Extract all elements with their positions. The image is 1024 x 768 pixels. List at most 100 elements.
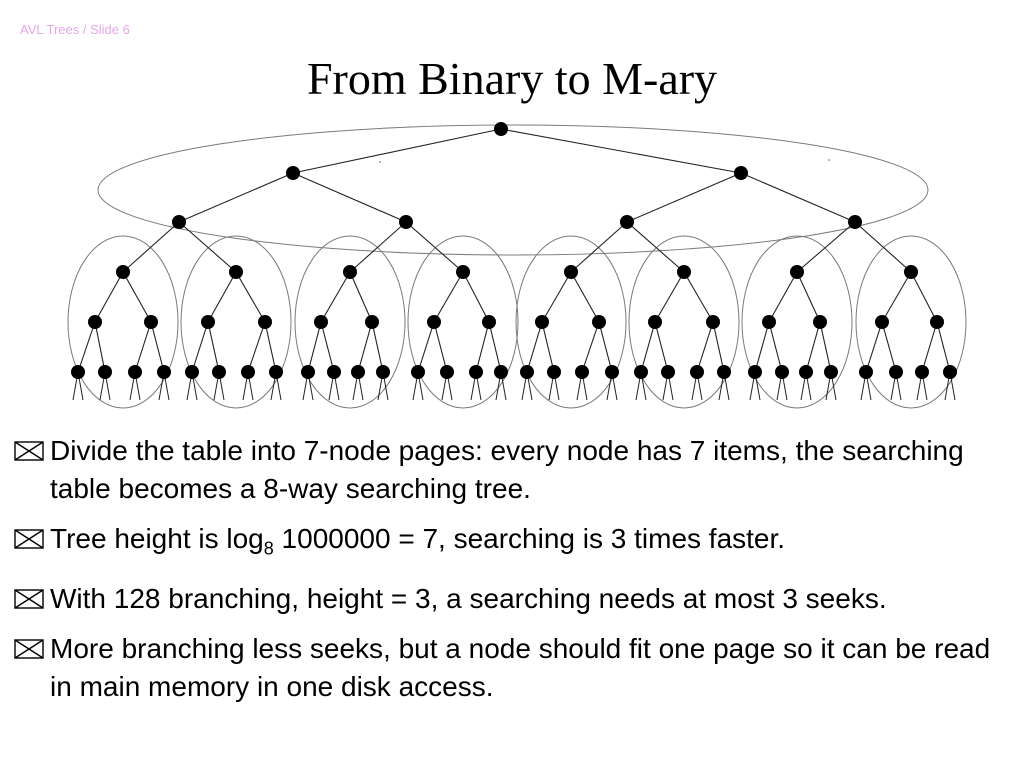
tree-node — [848, 215, 862, 229]
tree-node — [201, 315, 215, 329]
tree-edge — [122, 221, 180, 273]
tree-edge — [654, 321, 669, 373]
tree-edge — [654, 271, 685, 323]
tree-node — [535, 315, 549, 329]
tree-edge — [796, 271, 821, 323]
tree-edge — [696, 321, 714, 373]
tree-edge — [768, 321, 783, 373]
tree-edge — [433, 321, 448, 373]
tree-edge — [740, 172, 856, 223]
bullet-item-2: Tree height is log8 1000000 = 7, searchi… — [10, 520, 1010, 568]
bullet-text-post: 1000000 = 7, searching is 3 times faster… — [273, 523, 786, 554]
page-outline — [67, 235, 179, 409]
tree-edge — [796, 221, 856, 273]
tree-edge — [357, 321, 373, 373]
tree-node — [904, 265, 918, 279]
page-outline — [741, 235, 853, 409]
tree-node — [314, 315, 328, 329]
tree-node — [258, 315, 272, 329]
tree-node — [482, 315, 496, 329]
page-outline — [628, 235, 740, 409]
bullet-text-pre: Tree height is log — [50, 523, 264, 554]
tree-node — [411, 365, 425, 379]
tree-node — [71, 365, 85, 379]
stray-dot — [828, 159, 830, 161]
envelope-x-icon — [14, 638, 44, 659]
envelope-x-icon — [14, 441, 44, 461]
tree-node — [241, 365, 255, 379]
tree-node — [943, 365, 957, 379]
tree-node — [351, 365, 365, 379]
root-node — [494, 122, 508, 136]
binary-tree-diagram — [67, 122, 967, 409]
tree-node — [677, 265, 691, 279]
stray-dot — [379, 161, 381, 163]
tree-edge — [475, 321, 490, 373]
tree-node — [875, 315, 889, 329]
tree-node — [212, 365, 226, 379]
tree-edge — [768, 271, 798, 323]
tree-edge — [640, 321, 656, 373]
bullet-item-3: With 128 branching, height = 3, a search… — [10, 580, 1010, 618]
tree-edge — [264, 321, 277, 373]
tree-node — [376, 365, 390, 379]
tree-node — [301, 365, 315, 379]
tree-edge — [581, 321, 600, 373]
tree-edge — [865, 321, 883, 373]
top-page-outline — [97, 124, 929, 256]
tree-node — [706, 315, 720, 329]
tree-edge — [191, 321, 209, 373]
tree-edge — [292, 172, 407, 223]
tree-node — [98, 365, 112, 379]
tree-node — [813, 315, 827, 329]
tree-edge — [178, 172, 294, 223]
tree-edge — [292, 128, 502, 174]
log-base-subscript: 8 — [263, 538, 274, 559]
tree-node — [157, 365, 171, 379]
bullet-text: With 128 branching, height = 3, a search… — [50, 582, 887, 614]
tree-node — [172, 215, 186, 229]
tree-edge — [881, 321, 897, 373]
bullet-item-4: More branching less seeks, but a node sh… — [10, 630, 1010, 706]
tree-node — [734, 166, 748, 180]
tree-node — [824, 365, 838, 379]
tree-node — [717, 365, 731, 379]
page-outline — [294, 235, 406, 409]
bullet-item-1: Divide the table into 7-node pages: ever… — [10, 432, 1010, 508]
tree-edge — [462, 271, 490, 323]
tree-edge — [626, 221, 685, 273]
tree-edge — [712, 321, 725, 373]
tree-edge — [405, 221, 464, 273]
bullet-text: Divide the table into 7-node pages: ever… — [50, 435, 964, 504]
tree-node — [494, 365, 508, 379]
tree-node — [930, 315, 944, 329]
tree-node — [456, 265, 470, 279]
tree-node — [547, 365, 561, 379]
tree-node — [343, 265, 357, 279]
tree-edge — [854, 221, 912, 273]
tree-node — [185, 365, 199, 379]
tree-edge — [94, 271, 124, 323]
tree-node — [564, 265, 578, 279]
tree-node — [775, 365, 789, 379]
tree-node — [620, 215, 634, 229]
tree-node — [229, 265, 243, 279]
tree-node — [128, 365, 142, 379]
tree-node — [575, 365, 589, 379]
envelope-x-icon — [14, 529, 44, 549]
tree-node — [748, 365, 762, 379]
tree-edge — [235, 271, 266, 323]
tree-edge — [307, 321, 322, 373]
tree-edge — [349, 221, 407, 273]
tree-edge — [805, 321, 821, 373]
tree-edge — [598, 321, 613, 373]
tree-node — [859, 365, 873, 379]
tree-edge — [910, 271, 938, 323]
tree-edge — [247, 321, 266, 373]
tree-edge — [433, 271, 464, 323]
slide-title: From Binary to M-ary — [306, 53, 718, 104]
tree-node — [799, 365, 813, 379]
tree-node — [790, 265, 804, 279]
tree-node — [440, 365, 454, 379]
tree-edge — [320, 321, 335, 373]
